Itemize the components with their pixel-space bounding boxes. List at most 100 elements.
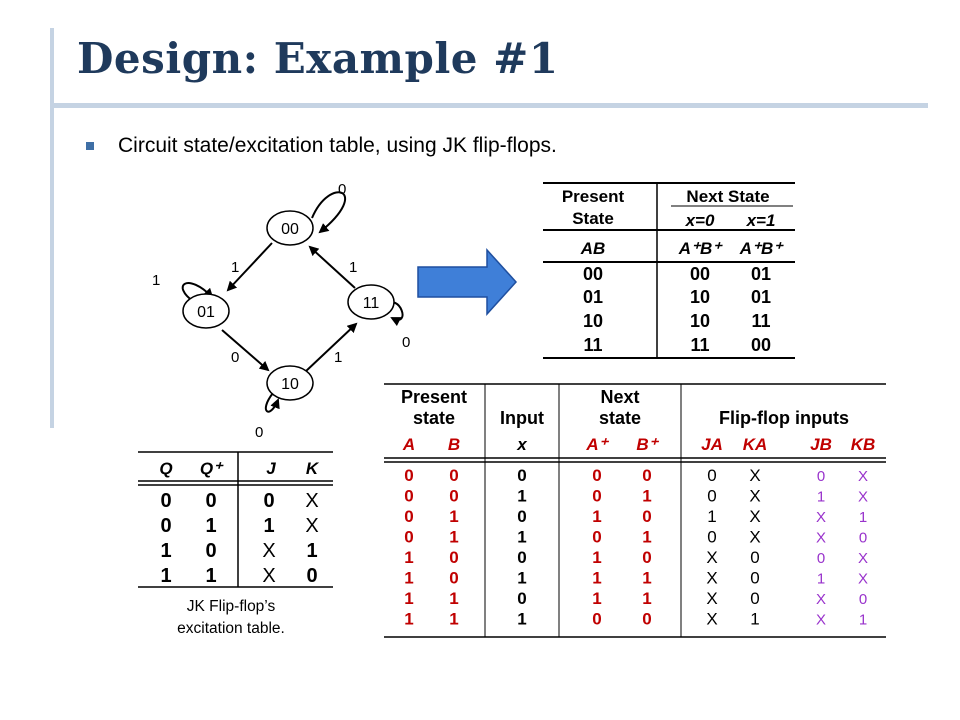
excitation-cell-aplus: 1 — [592, 548, 601, 567]
excitation-cell-x: 0 — [517, 507, 526, 526]
col-header-a: A — [402, 435, 415, 454]
excitation-cell-kb: 0 — [859, 530, 867, 547]
excitation-cell-ka: X — [749, 528, 760, 547]
excitation-cell-ka: 0 — [750, 569, 759, 588]
header-apbp-x1: A⁺B⁺ — [739, 239, 785, 258]
jk-cell: 1 — [205, 565, 216, 587]
excitation-cell-a: 1 — [404, 589, 413, 608]
excitation-cell-kb: X — [858, 468, 868, 485]
jk-cell: 1 — [306, 540, 317, 562]
self-loop-10 — [264, 392, 280, 413]
next-x0-cell: 11 — [690, 335, 709, 355]
excitation-cell-ka: 0 — [750, 548, 759, 567]
excitation-cell-ja: 0 — [707, 487, 716, 506]
state-node-11 — [347, 284, 395, 320]
state-node-10 — [266, 365, 314, 401]
excitation-cell-aplus: 0 — [592, 487, 601, 506]
header-ab: AB — [580, 239, 606, 258]
next-x0-cell: 10 — [690, 311, 710, 331]
excitation-cell-aplus: 1 — [592, 507, 601, 526]
col-header-b: B — [448, 435, 460, 454]
group-header-state: state — [413, 408, 455, 428]
excitation-cell-aplus: 1 — [592, 569, 601, 588]
slide-title: Design: Example #1 — [77, 34, 559, 83]
col-header-ja: JA — [701, 435, 723, 454]
jk-cell: 1 — [263, 515, 274, 537]
edge-01-to-10 — [221, 329, 270, 372]
excitation-cell-kb: 0 — [859, 591, 867, 608]
jk-excitation-table: Q Q⁺ J K 0 0 0 X 0 1 1 X 1 0 X 1 1 1 X 0 — [138, 450, 338, 590]
excitation-table-grid: Present state Input Next state Flip-flop… — [384, 383, 886, 638]
excitation-cell-ka: X — [749, 466, 760, 485]
next-x1-cell: 00 — [751, 335, 771, 355]
jk-cell: 0 — [306, 565, 317, 587]
edge-label: 0 — [255, 424, 263, 441]
edge-label: 1 — [349, 259, 357, 276]
excitation-cell-aplus: 0 — [592, 528, 601, 547]
excitation-cell-b: 1 — [449, 610, 458, 629]
excitation-cell-aplus: 1 — [592, 589, 601, 608]
jk-cell: 1 — [160, 540, 171, 562]
self-loop-00 — [311, 191, 346, 234]
jk-cell: 1 — [160, 565, 171, 587]
self-loop-01 — [181, 282, 214, 303]
jk-table-caption: JK Flip-flop’s excitation table. — [140, 596, 322, 640]
excitation-cell-b: 0 — [449, 487, 458, 506]
excitation-cell-a: 0 — [404, 466, 413, 485]
jk-header-j: J — [266, 459, 276, 478]
bullet-text: Circuit state/excitation table, using JK… — [118, 134, 557, 157]
excitation-cell-b: 0 — [449, 569, 458, 588]
edge-10-to-11 — [304, 322, 358, 373]
excitation-cell-ja: 0 — [707, 466, 716, 485]
excitation-cell-b: 0 — [449, 548, 458, 567]
jk-cell: 0 — [160, 490, 171, 512]
excitation-cell-a: 0 — [404, 507, 413, 526]
excitation-cell-ja: X — [706, 589, 717, 608]
excitation-cell-x: 0 — [517, 589, 526, 608]
excitation-cell-a: 1 — [404, 569, 413, 588]
excitation-cell-aplus: 0 — [592, 610, 601, 629]
header-next-state: Next State — [686, 187, 769, 206]
caption-line-2: excitation table. — [177, 620, 285, 637]
col-header-ka: KA — [743, 435, 768, 454]
excitation-cell-ka: X — [749, 487, 760, 506]
header-x1: x=1 — [746, 211, 776, 230]
excitation-cell-bplus: 1 — [642, 589, 651, 608]
right-arrow-icon — [417, 248, 518, 316]
present-state-cell: 11 — [583, 335, 602, 355]
next-x1-cell: 01 — [751, 287, 771, 307]
excitation-cell-kb: X — [858, 571, 868, 588]
next-x1-cell: 01 — [751, 264, 771, 284]
excitation-cell-jb: 1 — [817, 571, 825, 588]
excitation-cell-bplus: 1 — [642, 487, 651, 506]
excitation-cell-x: 1 — [517, 487, 526, 506]
col-header-aplus: A⁺ — [585, 435, 609, 454]
group-header-ff-inputs: Flip-flop inputs — [719, 408, 849, 428]
excitation-cell-ka: 1 — [750, 610, 759, 629]
jk-table-grid: Q Q⁺ J K 0 0 0 X 0 1 1 X 1 0 X 1 1 1 X 0 — [138, 451, 333, 588]
edge-00-to-01 — [226, 242, 273, 292]
excitation-cell-ja: 0 — [707, 528, 716, 547]
header-state: State — [572, 209, 614, 228]
edge-label: 1 — [152, 272, 160, 289]
excitation-cell-ja: X — [706, 569, 717, 588]
excitation-cell-ja: X — [706, 548, 717, 567]
excitation-cell-jb: 0 — [817, 468, 825, 485]
jk-cell: 0 — [263, 490, 274, 512]
excitation-cell-jb: X — [816, 530, 826, 547]
excitation-cell-ka: 0 — [750, 589, 759, 608]
excitation-table: Present state Input Next state Flip-flop… — [384, 382, 887, 640]
excitation-cell-ja: X — [706, 610, 717, 629]
edge-11-to-00 — [308, 245, 356, 289]
excitation-cell-x: 0 — [517, 466, 526, 485]
excitation-cell-jb: X — [816, 612, 826, 629]
excitation-cell-ka: X — [749, 507, 760, 526]
edge-label: 0 — [231, 349, 239, 366]
group-header-next-state: state — [599, 408, 641, 428]
excitation-cell-x: 1 — [517, 528, 526, 547]
accent-bar-vertical — [50, 28, 54, 428]
excitation-cell-ja: 1 — [707, 507, 716, 526]
excitation-cell-kb: 1 — [859, 509, 867, 526]
